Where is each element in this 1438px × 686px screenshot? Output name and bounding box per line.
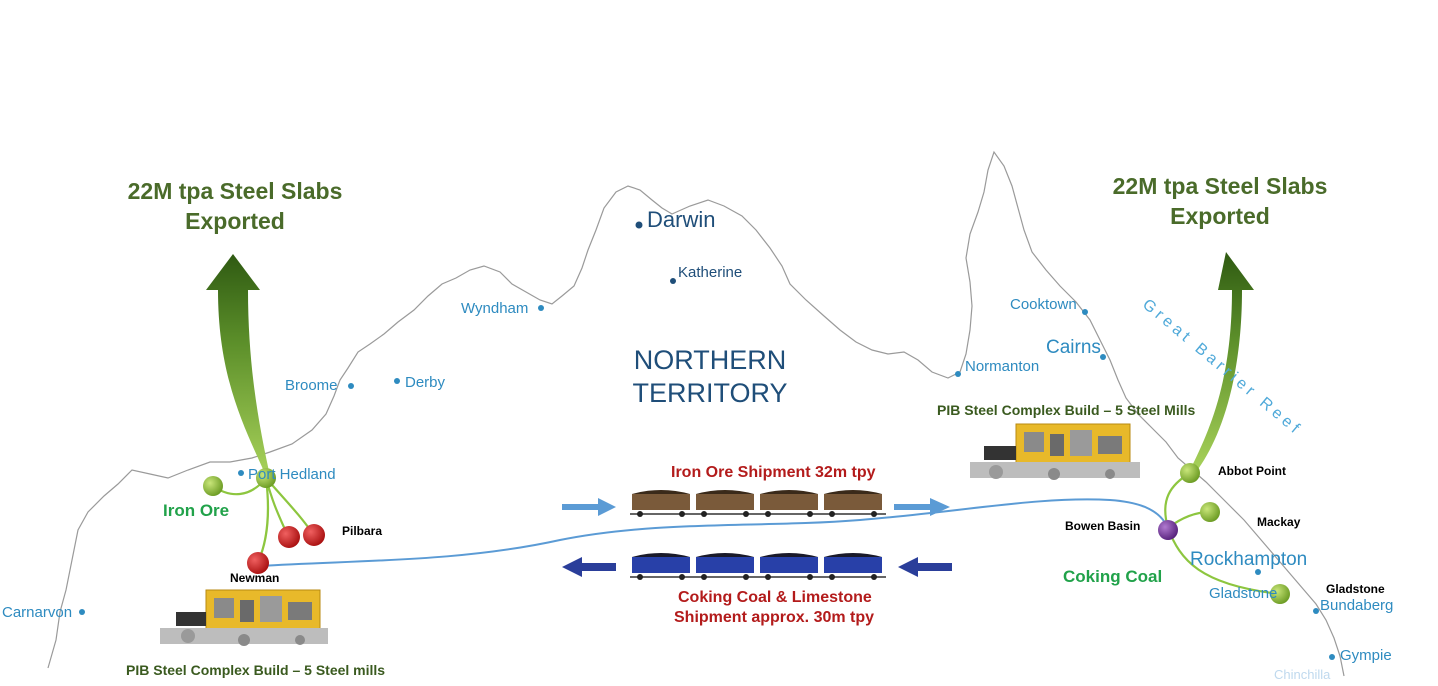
ore-wagon [632,490,690,517]
rockhampton-dot [1255,569,1261,575]
ore-wagon [696,490,754,517]
coal-wagon [696,553,754,580]
normanton-dot [955,371,961,377]
region-label: NORTHERN TERRITORY [610,344,810,410]
coal-shipment-line2: Shipment approx. 30m tpy [674,609,875,626]
iron-ore-label: Iron Ore [163,501,230,520]
pilbara-node-1 [278,526,300,548]
port-hedland-node [256,468,276,488]
newman-label: Newman [230,571,280,585]
town-carnarvon: Carnarvon [2,604,73,621]
ore-wagon [760,490,818,517]
left-export-heading: 22M tpa Steel Slabs Exported [127,178,343,234]
bowen-basin-label: Bowen Basin [1065,519,1141,533]
town-rockhampton: Rockhampton [1190,549,1308,570]
coking-coal-label: Coking Coal [1063,567,1163,586]
town-katherine: Katherine [678,264,743,281]
gympie-dot [1329,654,1335,660]
town-port-hedland: Port Hedland [248,466,336,483]
town-derby: Derby [405,374,446,391]
town-chinchilla: Chinchilla [1274,667,1331,682]
left-export-arrow [206,254,270,476]
iron-ore-arrow-left [562,498,616,516]
gladstone-label: Gladstone [1326,582,1385,596]
coal-arrow-left [562,557,616,577]
town-cairns: Cairns [1046,337,1101,358]
iron-ore-arrow-right [894,498,950,516]
wyndham-dot [538,305,544,311]
left-steel-complex-image [160,589,328,646]
derby-dot [394,378,400,384]
broome-dot [348,383,354,389]
port-hedland-dot [238,470,244,476]
cairns-dot [1100,354,1106,360]
right-export-arrow [1190,252,1254,472]
iron-ore-node [203,476,223,496]
ore-wagon [824,490,882,517]
katherine-dot [670,278,676,284]
mackay-node [1200,502,1220,522]
town-cooktown: Cooktown [1010,296,1077,313]
region-line2: TERRITORY [632,378,788,408]
town-darwin: Darwin [647,207,716,232]
abbot-point-label: Abbot Point [1218,464,1286,478]
town-gympie: Gympie [1340,647,1392,664]
coastline [47,150,1345,677]
town-broome: Broome [285,377,338,394]
right-steel-complex-image [970,423,1140,480]
right-export-heading: 22M tpa Steel Slabs Exported [1112,173,1328,229]
qld-network-line [1164,472,1281,596]
right-build-label: PIB Steel Complex Build – 5 Steel Mills [937,402,1196,418]
region-line1: NORTHERN [633,345,787,375]
left-build-label: PIB Steel Complex Build – 5 Steel mills [126,662,386,678]
bowen-basin-node [1158,520,1178,540]
town-wyndham: Wyndham [461,300,529,317]
rail-route-line [259,498,1169,567]
coal-train [630,553,886,580]
carnarvon-dot [79,609,85,615]
iron-ore-shipment-label: Iron Ore Shipment 32m tpy [671,464,876,481]
coal-wagon [632,553,690,580]
pilbara-node-2 [303,524,325,546]
town-gladstone: Gladstone [1209,585,1278,602]
coal-wagon [824,553,882,580]
bundaberg-dot [1313,608,1319,614]
coal-wagon [760,553,818,580]
town-normanton: Normanton [965,358,1040,375]
pilbara-label: Pilbara [342,524,383,538]
town-bundaberg: Bundaberg [1320,597,1394,614]
abbot-point-node [1180,463,1200,483]
coal-arrow-right [898,557,952,577]
pilbara-network-line [212,477,314,563]
gladstone-node [1270,584,1290,604]
darwin-dot [635,221,643,229]
cooktown-dot [1082,309,1088,315]
mackay-label: Mackay [1257,515,1301,529]
coal-shipment-line1: Coking Coal & Limestone [678,589,872,606]
iron-ore-train [630,490,886,517]
newman-node [247,552,269,574]
